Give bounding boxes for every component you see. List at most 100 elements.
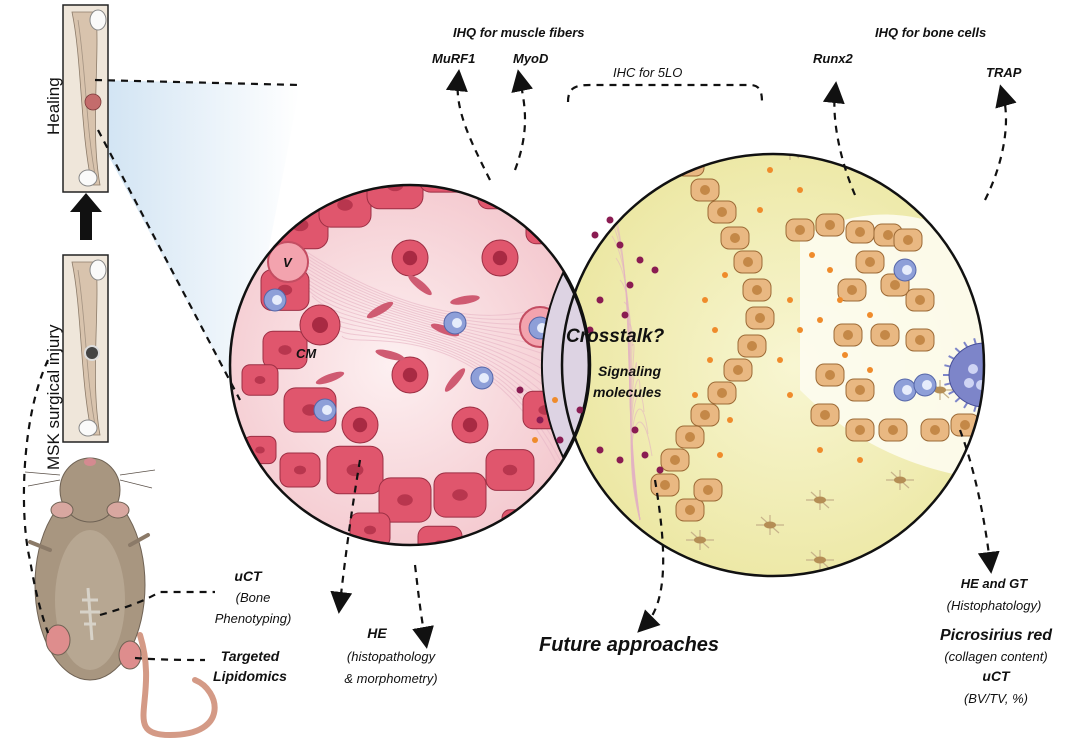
osteoblast (742, 278, 772, 302)
osteoblast (675, 154, 705, 177)
cardiomyocyte (391, 356, 429, 394)
osteoblast (878, 418, 908, 442)
osteoblast (660, 448, 690, 472)
osteoblast (810, 403, 840, 427)
he-sub-2: & morphometry) (344, 671, 437, 686)
osteoblast (815, 213, 845, 237)
osteocyte (886, 154, 914, 170)
osteoblast (815, 363, 845, 387)
he-gt-label: HE and GT (961, 576, 1029, 591)
osteoblast (675, 425, 705, 449)
osteoblast (693, 478, 723, 502)
myod-label: MyoD (513, 51, 549, 66)
osteoblast (833, 323, 863, 347)
immune-cell (470, 366, 494, 390)
muscle-cell (433, 472, 487, 518)
trap-label: TRAP (986, 65, 1022, 80)
cardiomyocyte (341, 406, 379, 444)
muscle-cell (241, 364, 279, 396)
immune-cell (443, 311, 467, 335)
osteoblast (745, 306, 775, 330)
fibroblast (366, 301, 394, 319)
immune-cell (893, 258, 917, 282)
lipidomics-label-2: Lipidomics (213, 668, 287, 684)
muscle-cell (350, 93, 390, 127)
osteoblast (707, 200, 737, 224)
cm-label: CM (296, 346, 317, 361)
he-label: HE (367, 625, 387, 641)
mouse-illustration (24, 457, 218, 739)
osteoblast (905, 328, 935, 352)
immune-cell (263, 288, 287, 312)
he-sub-1: (histopathology (347, 649, 437, 664)
runx2-label: Runx2 (813, 51, 854, 66)
injury-thumbnail (62, 254, 109, 443)
crosstalk-label: Crosstalk? (566, 326, 665, 347)
osteoblast (950, 413, 980, 437)
injury-label: MSK surgical injury (44, 324, 63, 470)
immune-cell (1029, 344, 1051, 366)
osteoblast (920, 418, 950, 442)
signaling-label-1: Signaling (598, 363, 661, 379)
muscle-circle-outline (228, 183, 592, 547)
muscle-cell (315, 143, 355, 177)
picrosirius-sub: (collagen content) (944, 649, 1047, 664)
osteoblast (707, 381, 737, 405)
vessel (267, 241, 309, 283)
ihq-bone-title: IHQ for bone cells (875, 25, 986, 40)
signaling-molecules (516, 216, 733, 474)
muscle-cell (262, 330, 308, 370)
osteoblast (845, 220, 875, 244)
immune-cell (893, 378, 917, 402)
osteoblast (675, 498, 705, 522)
osteoblast (650, 473, 680, 497)
fibroblast (450, 295, 480, 305)
muscle-cell (477, 185, 523, 210)
osteoblast (855, 250, 885, 274)
osteoblast (845, 378, 875, 402)
cardiomyocyte (299, 304, 341, 346)
osteoblast (720, 226, 750, 250)
lipidomics-label-1: Targeted (221, 648, 280, 664)
osteoblast (690, 403, 720, 427)
up-arrow-icon (70, 193, 102, 240)
he-gt-sub: (Histophatology) (947, 598, 1042, 613)
picrosirius-label: Picrosirius red (940, 627, 1053, 644)
v-label: V (283, 255, 293, 270)
uct-bone-sub: (BV/TV, %) (964, 691, 1028, 706)
cardiomyocyte (481, 239, 519, 277)
healing-thumbnail (62, 4, 109, 193)
osteocyte (731, 100, 759, 120)
muscle-cell (525, 205, 571, 245)
osteoblast (737, 334, 767, 358)
muscle-cell (418, 185, 472, 193)
immune-cell (913, 373, 937, 397)
signaling-label-2: molecules (593, 384, 662, 400)
osteoblast (723, 358, 753, 382)
muscle-cell (501, 509, 539, 541)
osteoblast (893, 228, 923, 252)
ihq-muscle-title: IHQ for muscle fibers (453, 25, 584, 40)
mouse-uct-sub-1: (Bone (236, 590, 271, 605)
healing-label: Healing (44, 77, 63, 135)
fibroblast (315, 371, 345, 385)
cardiomyocyte (391, 239, 429, 277)
osteocyte (946, 165, 974, 185)
osteoblast (785, 218, 815, 242)
muscle-cell (279, 452, 321, 488)
bone-circle-outline (560, 152, 986, 578)
fibroblast (408, 274, 432, 296)
mouse-uct-sub-2: Phenotyping) (215, 611, 292, 626)
osteoblast (870, 323, 900, 347)
muscle-cell (366, 185, 424, 210)
cardiomyocyte (451, 406, 489, 444)
future-approaches-label: Future approaches (539, 634, 719, 656)
osteoblast (845, 418, 875, 442)
osteoblast (690, 178, 720, 202)
osteoclast (943, 338, 984, 412)
immune-cell (394, 161, 416, 183)
muscle-cell (396, 105, 444, 146)
ihc-5lo-label: IHC for 5LO (613, 65, 682, 80)
osteoblast (837, 278, 867, 302)
